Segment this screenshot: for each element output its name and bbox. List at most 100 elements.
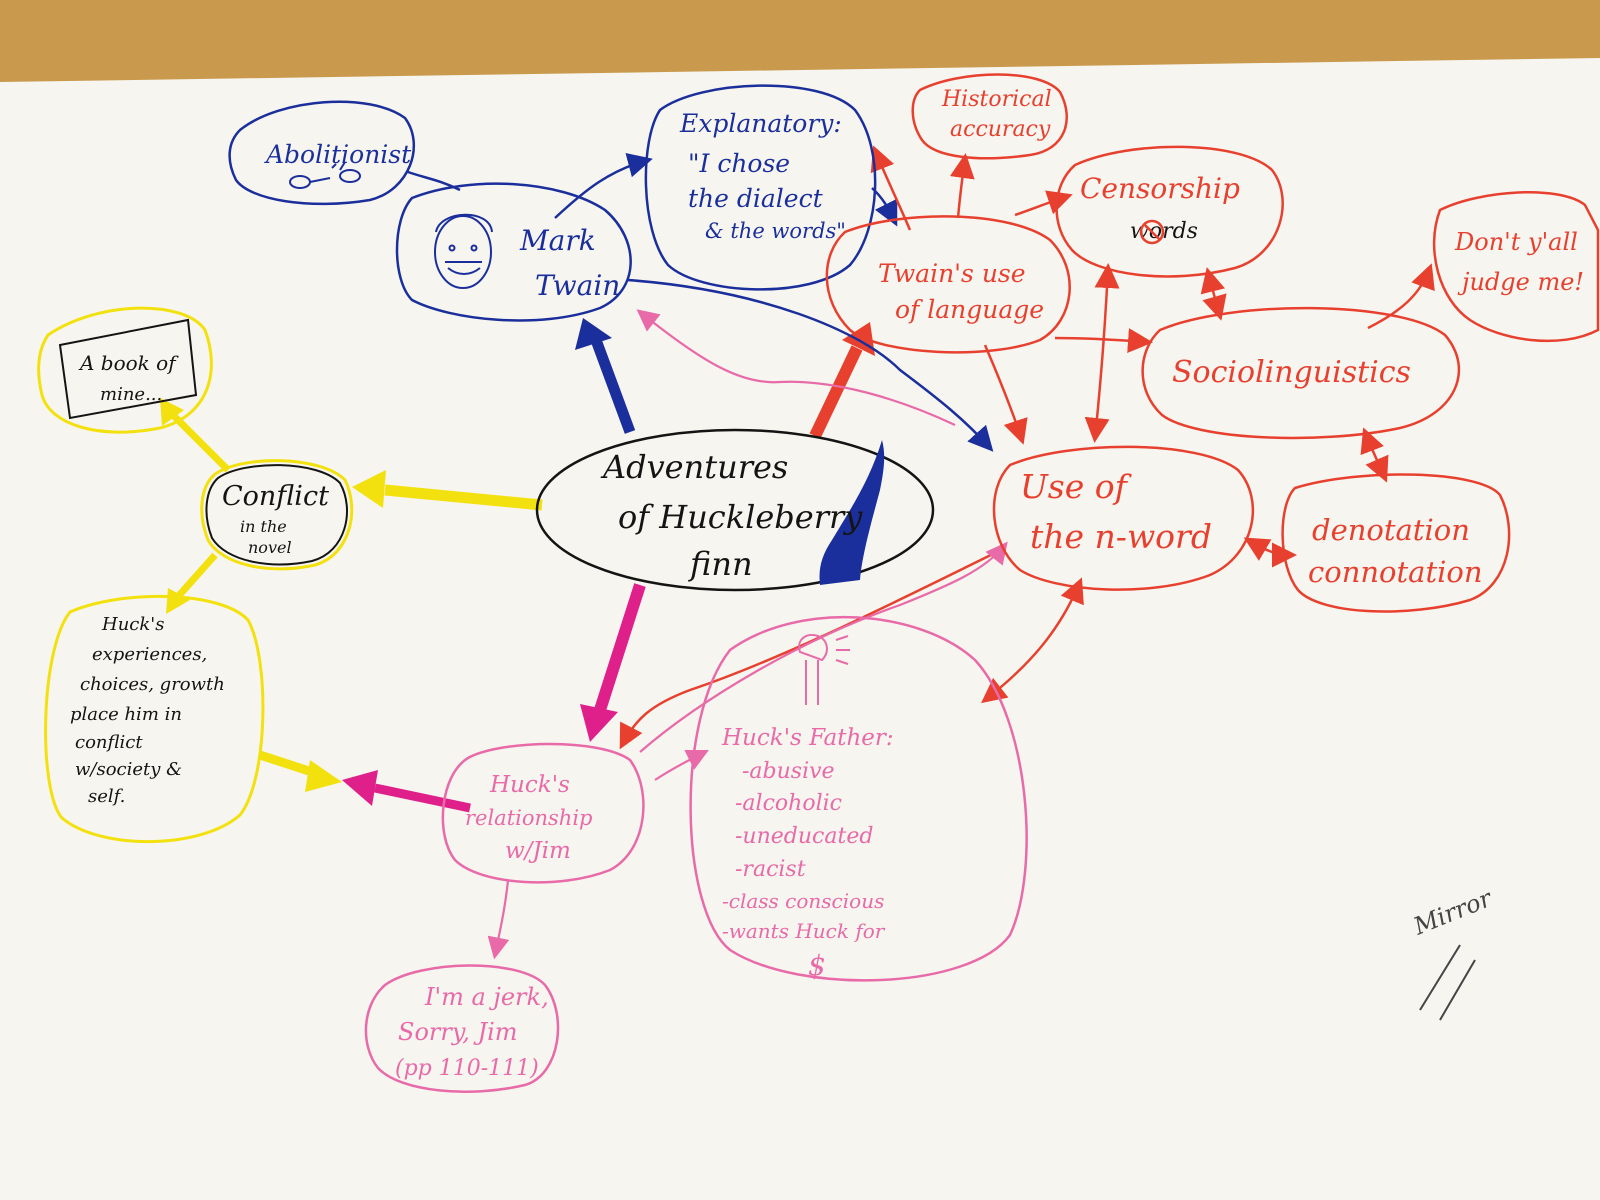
node-censorship-outline <box>1055 145 1284 278</box>
node-abolitionist: Abolitionist <box>228 100 415 206</box>
node-nword-line2: the n-word <box>1030 517 1212 556</box>
node-twains-language-line2: of language <box>895 295 1044 324</box>
connector-center-twain <box>590 338 636 434</box>
node-abolitionist-line1: Abolitionist <box>264 140 412 169</box>
raised-fist-icon <box>798 634 850 705</box>
node-hucks-experiences-line1: Huck's <box>101 614 164 635</box>
arrowhead-experiences-yellow <box>305 760 342 792</box>
node-center-line2: of Huckleberry <box>618 498 863 536</box>
node-jerk-outline <box>364 964 560 1093</box>
node-twain-outline <box>395 182 632 322</box>
node-book-line1: A book of <box>78 351 179 375</box>
node-censorship: Censorship words <box>1055 145 1284 278</box>
node-twains-language: Twain's use of language <box>825 215 1071 354</box>
node-book-highlight <box>37 306 213 434</box>
signature-slash <box>1419 944 1476 1021</box>
node-conflict-line2: in the <box>240 517 287 536</box>
node-hucks-experiences-line4: place him in <box>70 704 182 725</box>
connector-relationship-experiences <box>374 783 471 813</box>
node-nword-line1: Use of <box>1020 467 1133 506</box>
connector-twains-language-explanatory <box>870 145 912 231</box>
connector-relationship-father <box>654 750 709 781</box>
node-father-line2: -abusive <box>742 759 835 784</box>
node-explanatory-line4: & the words" <box>705 219 846 243</box>
node-jerk-line1: I'm a jerk, <box>424 983 549 1011</box>
node-father-line7: -wants Huck for <box>722 919 886 943</box>
node-nword: Use of the n-word <box>992 445 1255 591</box>
node-relationship-line1: Huck's <box>489 772 570 798</box>
connector-relationship-twain <box>636 309 956 426</box>
connector-nword-father <box>981 577 1084 704</box>
node-dont-judge: Don't y'all judge me! <box>1432 191 1600 343</box>
node-hucks-experiences-line3: choices, growth <box>80 674 225 695</box>
arrowhead-experiences <box>166 588 190 614</box>
node-jerk-line3: (pp 110-111) <box>395 1056 539 1081</box>
node-hucks-experiences-line7: self. <box>88 786 125 807</box>
node-father-line5: -racist <box>735 857 806 882</box>
node-relationship-outline <box>441 742 645 884</box>
paper-sheet <box>0 58 1600 1200</box>
connector-center-twains-language <box>809 345 863 439</box>
arrowhead-conflict <box>352 470 386 508</box>
connector-sociolinguistics-dont-judge <box>1367 263 1435 330</box>
node-conflict: Conflict in the novel <box>200 459 354 571</box>
node-father-line6: -class conscious <box>722 889 884 913</box>
broken-chain-icon <box>289 161 361 189</box>
node-explanatory-line2: "I chose <box>688 149 790 178</box>
node-conflict-outline <box>205 464 348 566</box>
node-explanatory-line3: the dialect <box>688 184 824 213</box>
node-jerk-line2: Sorry, Jim <box>398 1018 518 1046</box>
node-hucks-experiences-outline <box>44 594 265 844</box>
twain-portrait-icon <box>434 213 493 289</box>
node-historical-outline <box>911 73 1068 160</box>
node-sociolinguistics-outline <box>1141 306 1461 440</box>
node-father-line8: $ <box>808 949 826 982</box>
connector-relationship-jerk <box>487 879 510 960</box>
node-father-line3: -alcoholic <box>735 791 842 816</box>
node-book: A book of mine... <box>37 306 213 434</box>
node-jerk: I'm a jerk, Sorry, Jim (pp 110-111) <box>364 964 560 1093</box>
node-father-line4: -uneducated <box>735 824 873 849</box>
connector-censorship-nword <box>1084 263 1120 443</box>
node-father-line1: Huck's Father: <box>721 725 894 751</box>
node-abolitionist-outline <box>228 100 415 206</box>
node-denotation-outline <box>1281 473 1511 613</box>
node-historical: Historical accuracy <box>911 73 1068 160</box>
connector-twains-language-historical <box>949 153 975 219</box>
node-twain-line2: Twain <box>535 269 620 302</box>
connector-center-conflict <box>384 484 543 511</box>
node-denotation-line2: connotation <box>1308 555 1483 589</box>
arrowhead-twain <box>575 318 612 350</box>
connector-censorship-sociolinguistics <box>1200 267 1227 321</box>
arrowhead-experiences-pink <box>342 770 378 806</box>
connector-twain-abolitionist <box>407 170 461 192</box>
node-dont-judge-outline <box>1432 191 1600 343</box>
node-nword-outline <box>992 445 1255 591</box>
node-conflict-highlight <box>200 459 354 571</box>
node-historical-line2: accuracy <box>950 117 1051 142</box>
node-father-outline <box>689 615 1028 982</box>
node-twains-language-line1: Twain's use <box>878 259 1026 288</box>
node-twain-line1: Mark <box>519 224 596 257</box>
connector-experiences-relationship <box>258 750 317 778</box>
node-father: Huck's Father: -abusive -alcoholic -uned… <box>689 615 1028 982</box>
node-dont-judge-line2: judge me! <box>1457 268 1584 296</box>
arrowhead-relationship <box>580 704 618 742</box>
node-center-line1: Adventures <box>600 448 788 486</box>
node-explanatory-outline <box>644 84 877 291</box>
connector-twain-explanatory <box>554 153 653 219</box>
no-symbol-icon <box>1139 219 1165 245</box>
connector-center-relationship <box>594 583 646 712</box>
node-twains-language-outline <box>825 215 1071 354</box>
node-historical-line1: Historical <box>941 87 1052 112</box>
connector-nword-denotation <box>1243 537 1297 568</box>
node-explanatory: Explanatory: "I chose the dialect & the … <box>644 84 877 291</box>
node-relationship-line2: relationship <box>465 806 593 830</box>
node-hucks-experiences-line5: conflict <box>75 732 143 753</box>
connector-twain-nword <box>627 278 994 452</box>
node-dont-judge-line1: Don't y'all <box>1454 228 1578 256</box>
node-hucks-experiences-line2: experiences, <box>92 644 207 665</box>
arrowhead-book <box>160 398 184 426</box>
